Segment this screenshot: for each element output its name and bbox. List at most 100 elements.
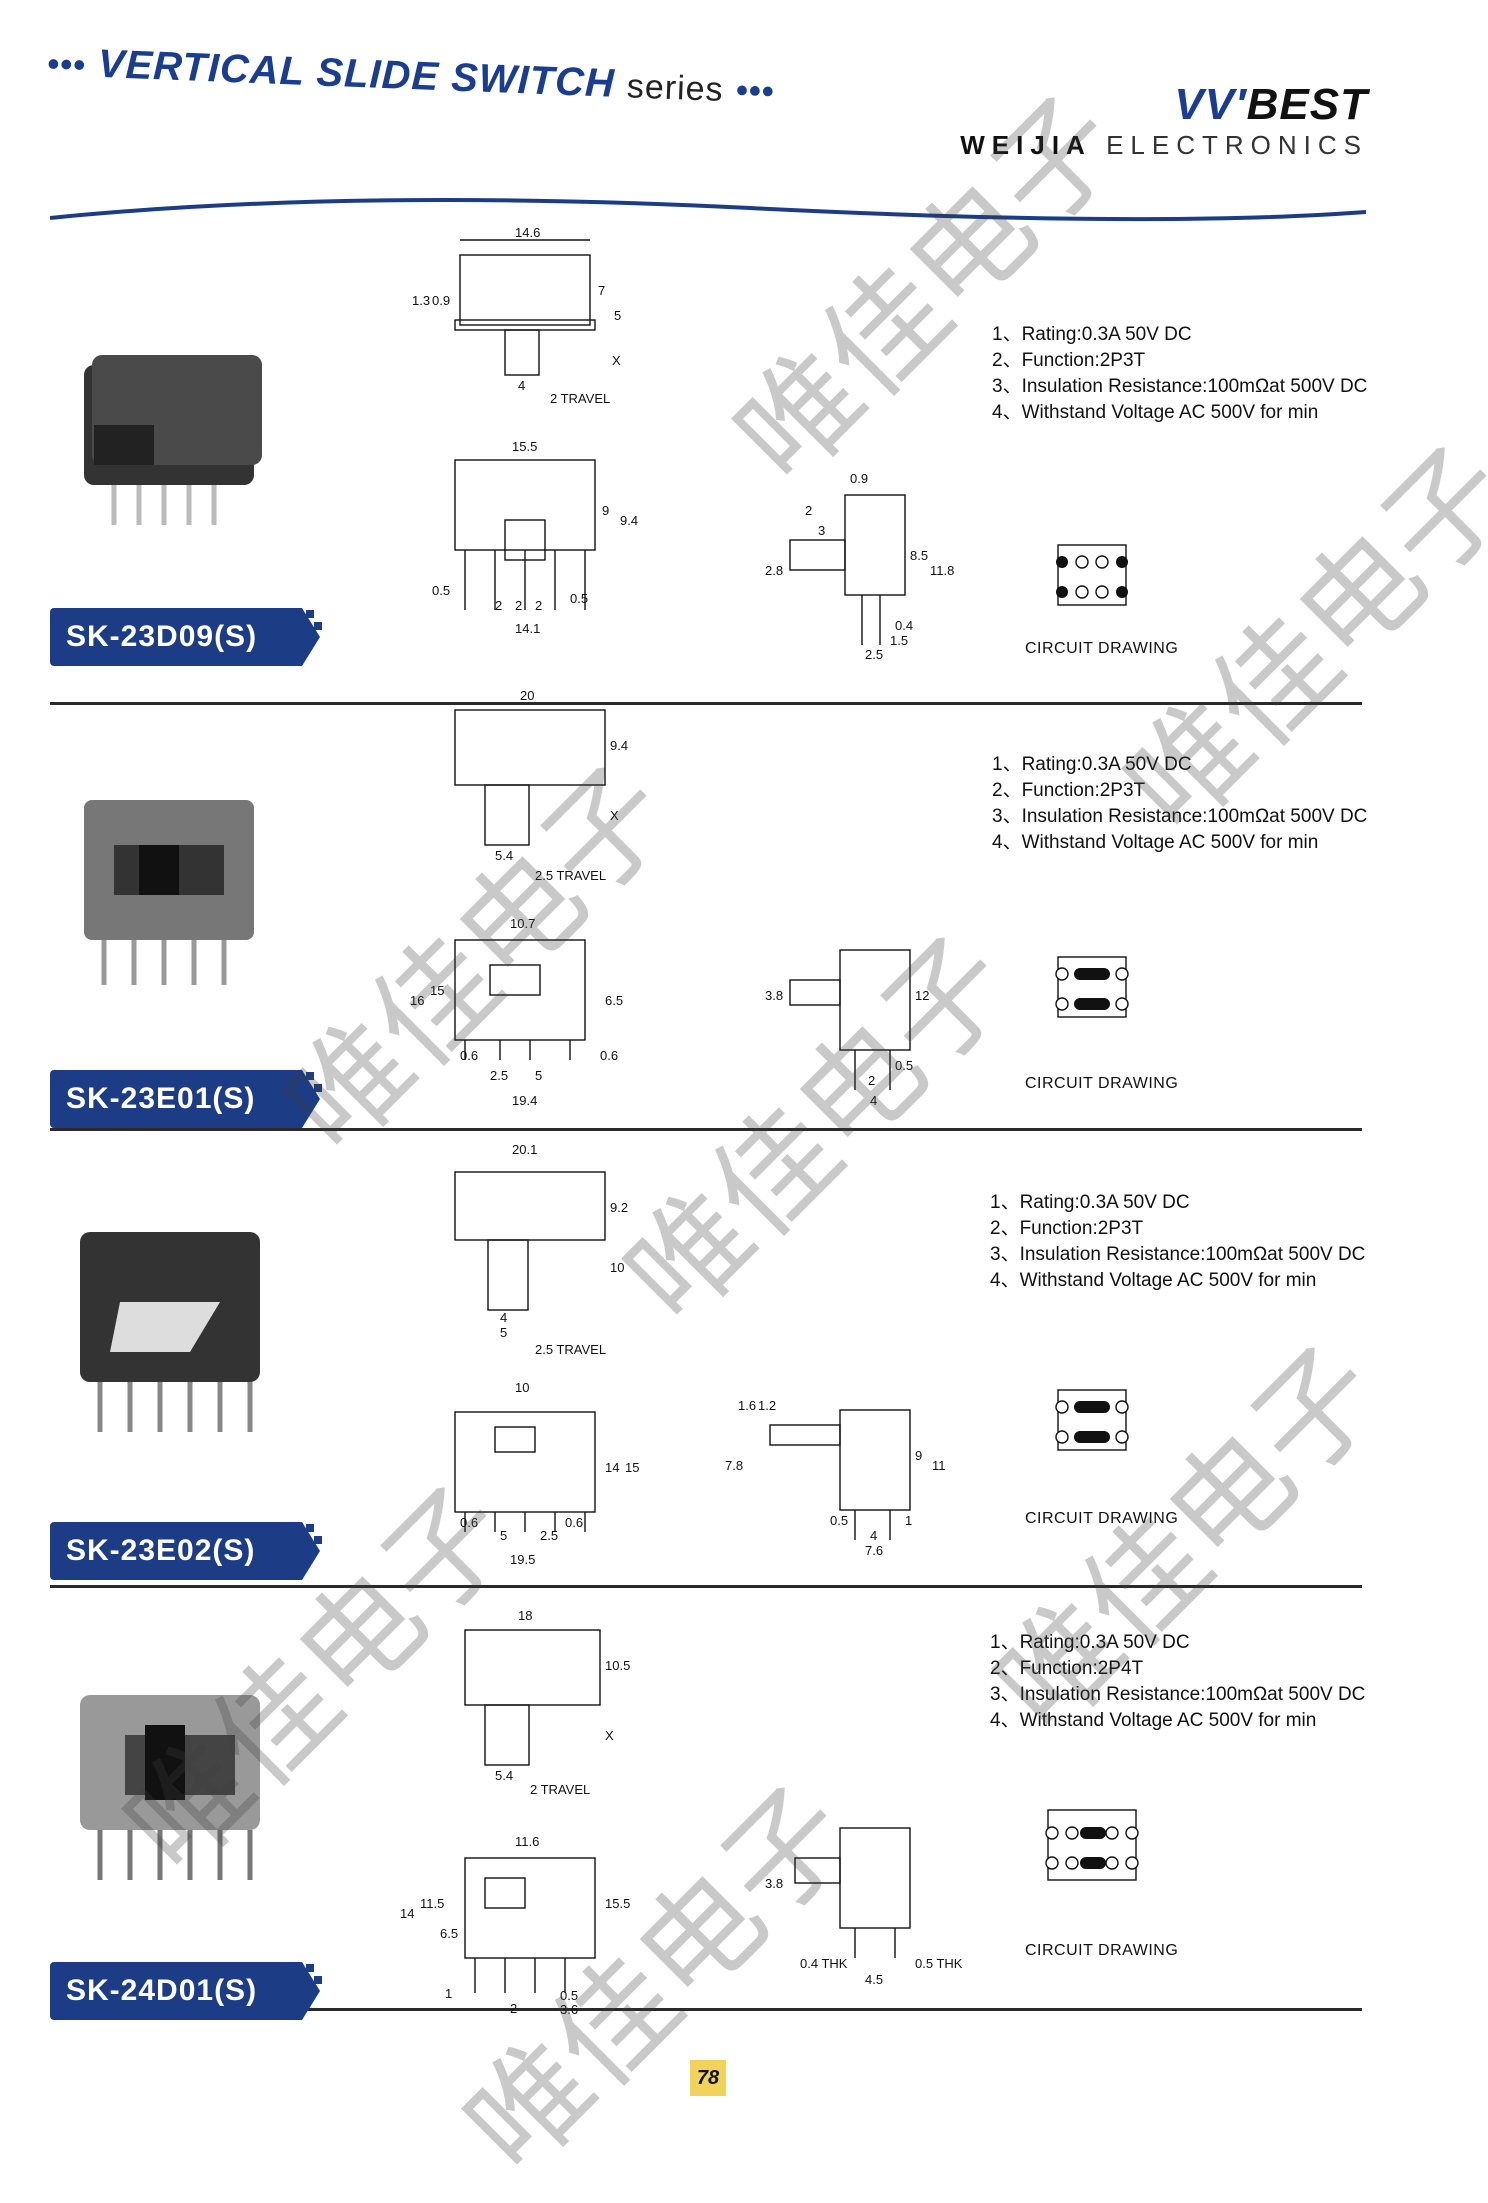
svg-text:3.6: 3.6 xyxy=(560,2002,578,2017)
svg-text:16: 16 xyxy=(410,993,424,1008)
svg-text:3: 3 xyxy=(818,523,825,538)
svg-text:0.4 THK: 0.4 THK xyxy=(800,1956,848,1971)
svg-text:1: 1 xyxy=(905,1513,912,1528)
svg-text:0.5: 0.5 xyxy=(560,1988,578,2003)
svg-text:0.5: 0.5 xyxy=(830,1513,848,1528)
svg-text:5: 5 xyxy=(500,1528,507,1543)
svg-text:3.8: 3.8 xyxy=(765,988,783,1003)
svg-text:2: 2 xyxy=(510,2001,517,2016)
brand-logo: VV′BEST WEIJIA ELECTRONICS xyxy=(960,80,1368,160)
svg-text:7: 7 xyxy=(598,283,605,298)
spec-list: 1、Rating:0.3A 50V DC 2、Function:2P3T 3、I… xyxy=(990,1192,1366,1291)
svg-text:X: X xyxy=(610,808,619,823)
svg-text:4.5: 4.5 xyxy=(865,1972,883,1987)
svg-text:10.7: 10.7 xyxy=(510,916,535,931)
svg-text:2.5: 2.5 xyxy=(540,1528,558,1543)
svg-text:2.5: 2.5 xyxy=(490,1068,508,1083)
svg-text:1.2: 1.2 xyxy=(758,1398,776,1413)
svg-text:11.6: 11.6 xyxy=(515,1834,539,1849)
svg-text:1.6: 1.6 xyxy=(738,1398,756,1413)
circuit-icon xyxy=(1055,1389,1129,1451)
svg-text:0.5 THK: 0.5 THK xyxy=(915,1956,963,1971)
svg-text:2: 2 xyxy=(535,598,542,613)
circuit-icon xyxy=(1056,544,1128,606)
spec-list: 1、Rating:0.3A 50V DC 2、Function:2P3T 3、I… xyxy=(992,754,1368,853)
svg-text:11.5: 11.5 xyxy=(420,1896,444,1911)
product-photo-sk-24d01 xyxy=(70,1680,290,1890)
svg-text:0.6: 0.6 xyxy=(460,1515,478,1530)
svg-text:0.5: 0.5 xyxy=(895,1058,913,1073)
svg-text:2: 2 xyxy=(515,598,522,613)
model-tag: SK-23E02(S) xyxy=(50,1522,280,1580)
svg-text:6.5: 6.5 xyxy=(440,1926,458,1941)
circuit-label: CIRCUIT DRAWING xyxy=(1025,1510,1179,1527)
svg-text:15.5: 15.5 xyxy=(605,1896,630,1911)
svg-text:5: 5 xyxy=(500,1325,507,1340)
svg-text:7.8: 7.8 xyxy=(725,1458,743,1473)
svg-text:9.4: 9.4 xyxy=(610,738,628,753)
section-divider xyxy=(50,2008,1362,2011)
svg-text:14: 14 xyxy=(605,1460,619,1475)
svg-text:4: 4 xyxy=(870,1528,877,1543)
header-swoosh xyxy=(50,198,1366,222)
drawing-side-sk-23e01: 3.8 12 2 0.5 4 xyxy=(765,949,929,1108)
svg-text:6.5: 6.5 xyxy=(605,993,623,1008)
drawing-top-sk-24d01: 18 10.5 X 5.4 2 TRAVEL xyxy=(464,1608,630,1797)
page-number: 78 xyxy=(690,2060,726,2096)
svg-text:19.5: 19.5 xyxy=(510,1552,535,1567)
product-photo-sk-23e02 xyxy=(70,1222,290,1442)
drawing-front-sk-23e01: 10.7 16 15 6.5 0.6 2.5 5 0.6 19.4 xyxy=(410,916,623,1108)
svg-text:0.5: 0.5 xyxy=(570,591,588,606)
svg-text:10: 10 xyxy=(610,1260,624,1275)
svg-text:2.5 TRAVEL: 2.5 TRAVEL xyxy=(535,1342,606,1357)
svg-text:0.6: 0.6 xyxy=(600,1048,618,1063)
drawing-side-sk-24d01: 3.8 0.4 THK 0.5 THK 4.5 xyxy=(765,1827,963,1987)
svg-text:1.3: 1.3 xyxy=(412,293,430,308)
drawing-top-sk-23e02: 20.1 9.2 10 4 5 2.5 TRAVEL xyxy=(454,1142,628,1357)
svg-text:19.4: 19.4 xyxy=(512,1093,537,1108)
svg-text:15.5: 15.5 xyxy=(512,439,537,454)
svg-text:10.5: 10.5 xyxy=(605,1658,630,1673)
model-tag: SK-24D01(S) xyxy=(50,1962,280,2020)
svg-text:15: 15 xyxy=(430,983,444,998)
drawing-top-sk-23d09: 14.6 1.3 0.9 7 5 X 4 2 TRAVEL xyxy=(412,225,621,406)
section-divider xyxy=(50,1585,1362,1588)
svg-text:0.9: 0.9 xyxy=(850,471,868,486)
circuit-label: CIRCUIT DRAWING xyxy=(1025,1942,1179,1959)
svg-text:2: 2 xyxy=(868,1073,875,1088)
svg-text:2: 2 xyxy=(495,598,502,613)
spec-list: 1、Rating:0.3A 50V DC 2、Function:2P4T 3、I… xyxy=(990,1632,1366,1731)
svg-text:2: 2 xyxy=(805,503,812,518)
svg-text:0.6: 0.6 xyxy=(565,1515,583,1530)
svg-text:14.6: 14.6 xyxy=(515,225,540,240)
circuit-icon xyxy=(1045,1809,1139,1881)
svg-text:X: X xyxy=(612,353,621,368)
svg-text:2 TRAVEL: 2 TRAVEL xyxy=(530,1782,590,1797)
svg-text:9: 9 xyxy=(602,503,609,518)
svg-text:9: 9 xyxy=(915,1448,922,1463)
svg-text:2.5: 2.5 xyxy=(865,647,883,662)
svg-text:20: 20 xyxy=(520,688,534,703)
product-photo-sk-23d09 xyxy=(74,345,294,535)
section-divider xyxy=(50,1128,1362,1131)
model-tag: SK-23E01(S) xyxy=(50,1070,280,1128)
svg-text:0.5: 0.5 xyxy=(432,583,450,598)
drawing-front-sk-24d01: 11.6 14 11.5 6.5 15.5 1 2 0.5 3.6 xyxy=(400,1834,630,2017)
watermark: 唯佳电子 xyxy=(710,71,1149,509)
drawing-front-sk-23d09: 15.5 9 9.4 0.5 2 2 2 0.5 14.1 xyxy=(432,439,638,636)
svg-text:18: 18 xyxy=(518,1608,532,1623)
svg-text:5.4: 5.4 xyxy=(495,1768,513,1783)
svg-text:2 TRAVEL: 2 TRAVEL xyxy=(550,391,610,406)
svg-text:8.5: 8.5 xyxy=(910,548,928,563)
page-title: ••• VERTICAL SLIDE SWITCH series ••• xyxy=(46,41,776,111)
svg-text:5: 5 xyxy=(614,308,621,323)
svg-text:X: X xyxy=(605,1728,614,1743)
model-tag: SK-23D09(S) xyxy=(50,608,280,666)
svg-text:1.5: 1.5 xyxy=(890,633,908,648)
svg-text:11.8: 11.8 xyxy=(930,563,954,578)
svg-text:4: 4 xyxy=(870,1093,877,1108)
svg-text:15: 15 xyxy=(625,1460,639,1475)
svg-text:12: 12 xyxy=(915,988,929,1003)
tag-arrow-icon xyxy=(280,1522,322,1580)
svg-text:9.4: 9.4 xyxy=(620,513,638,528)
